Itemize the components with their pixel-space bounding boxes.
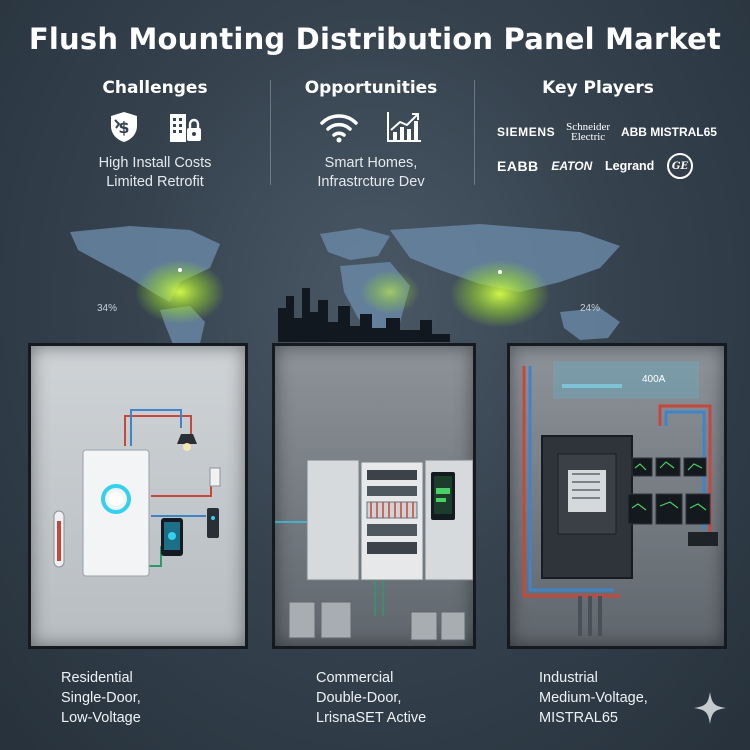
industrial-label: Industrial Medium-Voltage, MISTRAL65	[539, 668, 648, 728]
industrial-line-1: Medium-Voltage,	[539, 690, 648, 706]
residential-line-1: Single-Door,	[61, 690, 141, 706]
residential-panel-illustration	[53, 409, 221, 577]
ge-logo: GE	[667, 153, 693, 179]
opportunity-line-2: Infrastrcture Dev	[317, 174, 425, 190]
opportunities-section: Opportunities Smart Homes, Infrastrc	[261, 78, 481, 192]
opportunity-line-1: Smart Homes,	[324, 155, 418, 171]
legrand-logo: Legrand	[604, 159, 655, 173]
residential-title: Residential	[61, 670, 133, 686]
wifi-icon	[319, 111, 359, 143]
money-shield-icon: $	[107, 110, 141, 144]
challenges-section: Challenges $ High Install Costs Limited …	[45, 78, 265, 192]
eabb-logo: EABB	[497, 158, 539, 174]
industrial-panel-illustration: 400A	[522, 361, 718, 636]
commercial-line-2: LrisnaSET Active	[316, 710, 427, 726]
commercial-line-1: Double-Door,	[316, 690, 402, 706]
residential-panel	[28, 343, 248, 649]
commercial-panel-illustration	[275, 459, 473, 641]
challenge-line-1: High Install Costs	[98, 155, 212, 171]
commercial-label: Commercial Double-Door, LrisnaSET Active	[316, 668, 426, 728]
key-players-heading: Key Players	[542, 78, 654, 98]
industrial-screen-value: 400A	[642, 374, 666, 385]
building-lock-icon	[167, 110, 203, 144]
world-map	[70, 224, 620, 362]
page-title: Flush Mounting Distribution Panel Market	[28, 22, 722, 56]
svg-text:$: $	[118, 118, 129, 137]
commercial-title: Commercial	[316, 670, 394, 686]
opportunities-heading: Opportunities	[304, 78, 438, 98]
eaton-logo: EATON	[551, 159, 593, 173]
challenges-heading: Challenges	[102, 78, 208, 98]
sparkle-icon	[694, 692, 726, 724]
residential-label: Residential Single-Door, Low-Voltage	[61, 668, 141, 728]
industrial-title: Industrial	[539, 670, 598, 686]
challenge-line-2: Limited Retrofit	[106, 174, 204, 190]
industrial-panel: 400A	[507, 343, 727, 649]
growth-chart-icon	[385, 110, 423, 144]
section-divider	[270, 80, 271, 185]
residential-line-2: Low-Voltage	[61, 710, 141, 726]
key-players-section: Key Players	[488, 78, 708, 98]
siemens-logo: SIEMENS	[497, 125, 556, 139]
industrial-line-2: MISTRAL65	[539, 710, 618, 726]
abb-mistral-logo: ABB MISTRAL65	[620, 125, 717, 139]
commercial-panel	[272, 343, 476, 649]
left-stat-value: 34%	[97, 303, 118, 314]
section-divider	[474, 80, 475, 185]
right-stat-value: 24%	[580, 303, 601, 314]
